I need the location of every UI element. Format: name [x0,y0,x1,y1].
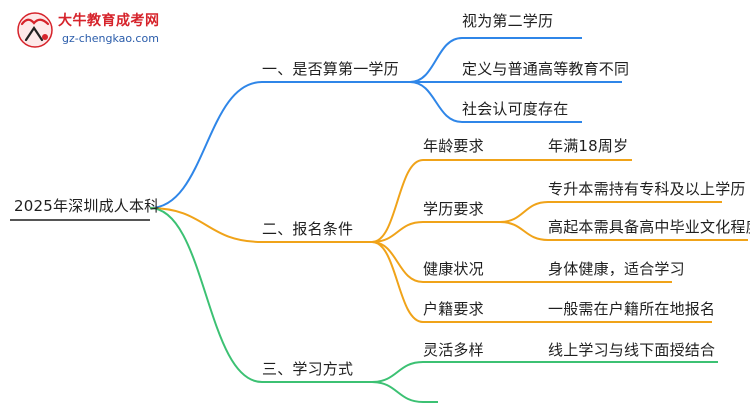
branch-2-child-residence: 户籍要求 [423,300,484,318]
logo-url: gz-chengkao.com [62,32,159,45]
branch-3-label: 三、学习方式 [262,360,354,378]
logo-title: 大牛教育成考网 [58,13,160,29]
branch-2-detail-education-1: 专升本需持有专科及以上学历 [548,180,746,198]
connector-b2-age [371,159,424,243]
branch-1-child-3: 社会认可度存在 [462,100,569,118]
branch-3-child-flexible: 灵活多样 [423,341,484,359]
connector-edu-d2 [499,221,549,241]
connector-b2-edu [371,221,424,243]
connector-root-branch3 [149,207,263,383]
logo-bull-icon [17,12,53,48]
root-node: 2025年深圳成人本科 [14,197,160,215]
branch-2-child-education: 学历要求 [423,200,484,218]
connector-b2-health [371,241,424,283]
connector-b1-c3 [409,81,463,123]
connector-edu-d1 [499,201,549,223]
branch-3-detail-flexible: 线上学习与线下面授结合 [548,341,716,359]
branch-2-detail-residence: 一般需在户籍所在地报名 [548,300,716,318]
connector-b2-residence [371,241,424,323]
connector-b3-flexible [371,361,424,383]
connector-b1-c1 [409,37,463,83]
connector-root-branch2 [149,207,263,243]
branch-2-child-age: 年龄要求 [423,137,484,155]
branch-2-detail-age: 年满18周岁 [548,137,629,155]
logo[interactable]: 大牛教育成考网 gz-chengkao.com [14,8,204,52]
connector-root-branch1 [149,81,263,209]
branch-2-detail-education-2: 高起本需具备高中毕业文化程度 [548,218,750,236]
branch-1-child-2: 定义与普通高等教育不同 [462,60,630,78]
branch-1-label: 一、是否算第一学历 [262,60,399,78]
branch-2-child-health: 健康状况 [423,260,484,278]
branch-2-detail-health: 身体健康，适合学习 [548,260,685,278]
connector-b3-empty [371,381,424,403]
branch-1-child-1: 视为第二学历 [462,12,554,30]
branch-2-label: 二、报名条件 [262,220,354,238]
